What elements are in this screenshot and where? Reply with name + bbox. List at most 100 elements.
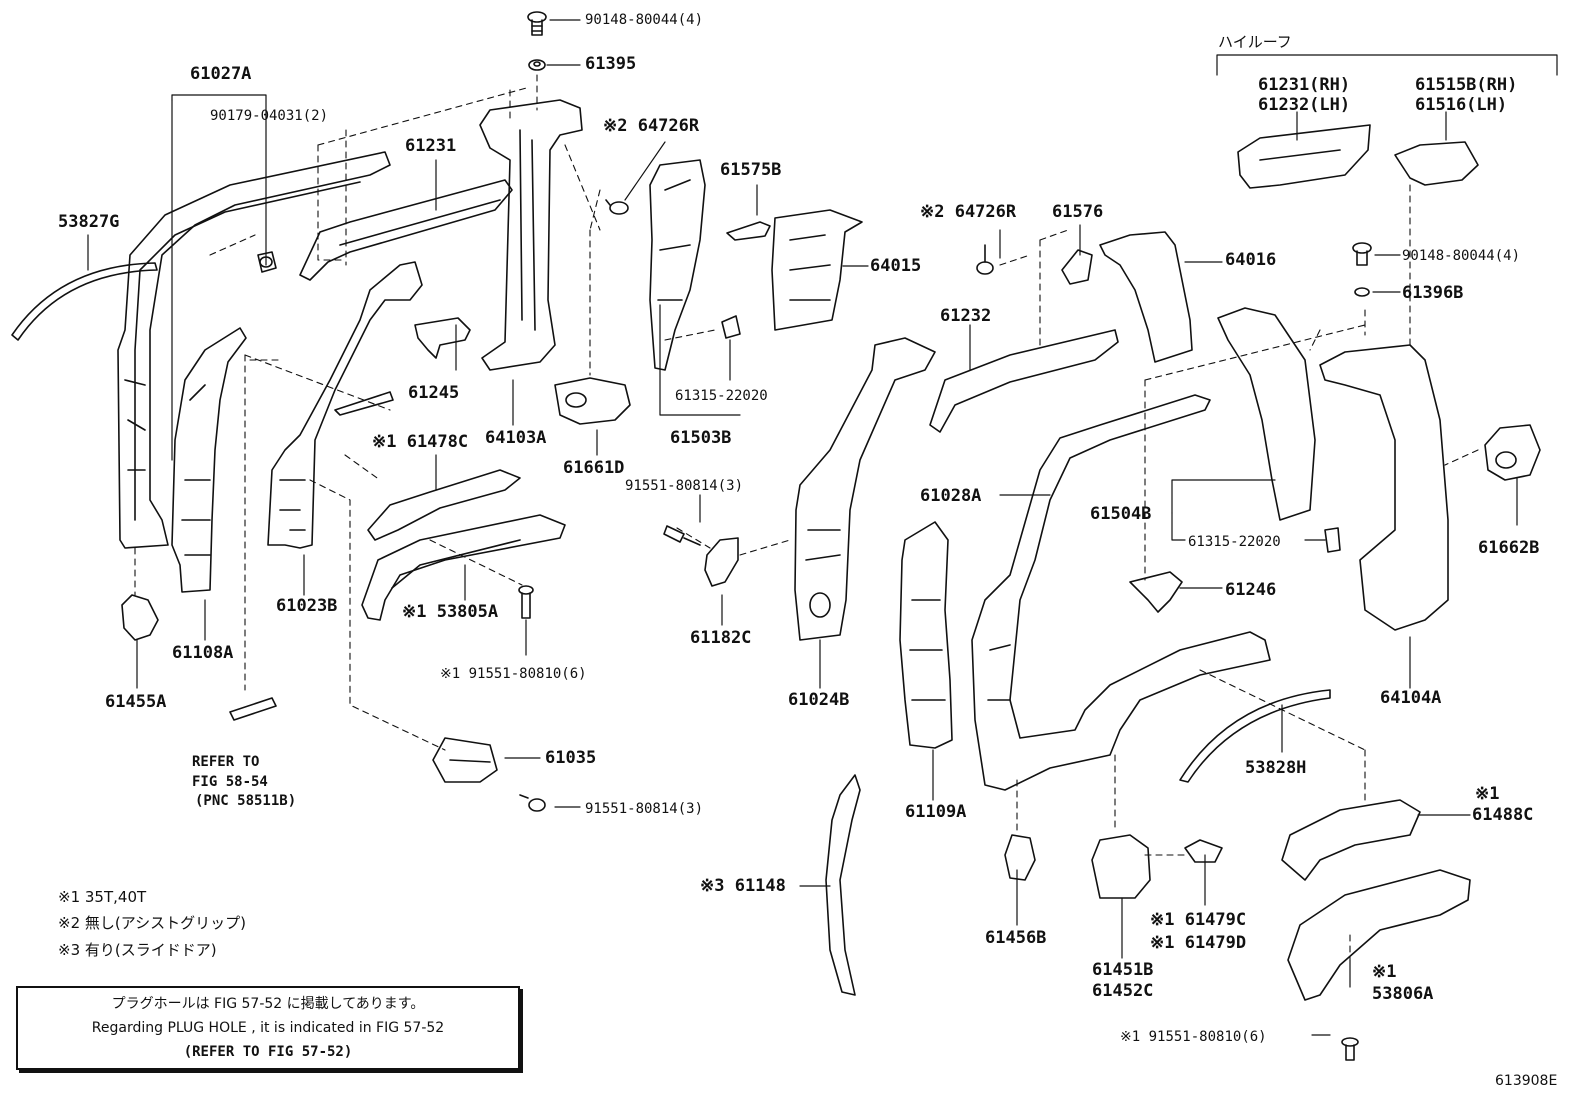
- part-61661d: [554, 377, 631, 425]
- part-61245: [414, 317, 471, 359]
- part-61315-a: [721, 315, 741, 339]
- part-61451b: [1091, 834, 1151, 899]
- notebox-line-2: Regarding PLUG HOLE , it is indicated in…: [91, 1020, 445, 1036]
- label-64726r-b: ※2 64726R: [920, 202, 1017, 222]
- plug-hole-note-box: プラグホールは FIG 57-52 に掲載してあります。 Regarding P…: [16, 986, 520, 1070]
- label-53827g: 53827G: [58, 212, 120, 232]
- label-61023b: 61023B: [276, 596, 338, 616]
- label-64016: 64016: [1225, 250, 1277, 270]
- refer-line-2: FIG 58-54: [192, 774, 268, 790]
- part-53805a: [361, 514, 566, 621]
- label-64104a: 64104A: [1380, 688, 1442, 708]
- label-61024b: 61024B: [788, 690, 850, 710]
- part-61479c: [1184, 839, 1223, 863]
- note-1: ※1 35T,40T: [58, 888, 147, 906]
- label-61456b: 61456B: [985, 928, 1047, 948]
- note-2: ※2 無し(アシストグリップ): [58, 914, 246, 932]
- label-61451b: 61451B: [1092, 960, 1154, 980]
- part-61232: [929, 329, 1119, 433]
- label-64103a: 64103A: [485, 428, 547, 448]
- label-61395: 61395: [585, 54, 637, 74]
- label-91551-80814-a: 91551-80814(3): [625, 478, 744, 494]
- part-61023b: [267, 261, 423, 549]
- part-61576: [1061, 249, 1093, 285]
- part-61027a: [117, 151, 391, 549]
- bolt-icon-a: [518, 585, 534, 619]
- part-61109a: [899, 521, 953, 749]
- label-61245: 61245: [408, 383, 460, 403]
- label-61148: ※3 61148: [700, 876, 786, 896]
- label-91551-80810-a: ※1 91551-80810(6): [440, 666, 587, 682]
- label-64726r-a: ※2 64726R: [603, 116, 700, 136]
- part-61148: [825, 774, 861, 996]
- label-61182c: 61182C: [690, 628, 752, 648]
- label-61109a: 61109A: [905, 802, 967, 822]
- part-61246: [1129, 571, 1183, 613]
- label-53805a: ※1 53805A: [402, 602, 499, 622]
- bolt-icon-c: [519, 794, 546, 812]
- notebox-line-1: プラグホールは FIG 57-52 に掲載してあります。: [111, 996, 425, 1012]
- label-61488c: 61488C: [1472, 805, 1534, 825]
- part-64103a: [479, 99, 583, 371]
- part-61182c: [704, 537, 739, 587]
- label-61516-lh: 61516(LH): [1415, 95, 1508, 115]
- part-61503b: [649, 159, 706, 371]
- label-61028a: 61028A: [920, 486, 982, 506]
- part-61456b: [1004, 834, 1036, 881]
- part-61488c: [1281, 799, 1421, 881]
- weatherstrip-53827g: [11, 262, 158, 341]
- label-61575b: 61575B: [720, 160, 782, 180]
- label-61479c: ※1 61479C: [1150, 910, 1247, 930]
- part-64016: [1099, 231, 1193, 363]
- part-64015: [771, 209, 863, 331]
- part-61478c: [367, 469, 521, 541]
- label-high-roof: ハイルーフ: [1218, 33, 1292, 51]
- part-61504b: [1217, 307, 1316, 521]
- label-91551-80814-b: 91551-80814(3): [585, 801, 704, 817]
- part-58511b: [229, 697, 277, 721]
- part-61108a: [171, 327, 247, 593]
- clip-90179: [257, 251, 277, 273]
- label-53828h: 53828H: [1245, 758, 1307, 778]
- label-61231: 61231: [405, 136, 457, 156]
- label-61396b: 61396B: [1402, 283, 1464, 303]
- part-61662b: [1484, 424, 1541, 481]
- label-61246: 61246: [1225, 580, 1277, 600]
- label-61515b-rh: 61515B(RH): [1415, 75, 1518, 95]
- part-61231: [299, 179, 513, 281]
- label-64015: 64015: [870, 256, 922, 276]
- washer-icon: [528, 59, 546, 71]
- label-61035: 61035: [545, 748, 597, 768]
- dashed-guides: [134, 74, 1479, 961]
- refer-line-1: REFER TO: [192, 754, 260, 770]
- part-shapes: [11, 11, 1541, 1061]
- label-61027a: 61027A: [190, 64, 252, 84]
- part-61575b: [726, 221, 771, 241]
- part-61024b: [794, 337, 936, 641]
- screw-icon: [527, 11, 547, 36]
- leader-lines: [87, 19, 1558, 1036]
- part-53828h: [1179, 689, 1331, 783]
- label-61661d: 61661D: [563, 458, 625, 478]
- drawing-code: 613908E: [1495, 1073, 1558, 1089]
- bolt-icon-b: [663, 525, 701, 546]
- refer-line-3: (PNC 58511B): [195, 793, 297, 809]
- label-61478c: ※1 61478C: [372, 432, 469, 452]
- part-61315-b: [1324, 527, 1341, 553]
- label-61315-22020-a: 61315-22020: [675, 388, 768, 404]
- part-61035: [432, 737, 498, 783]
- label-61232: 61232: [940, 306, 992, 326]
- label-61576: 61576: [1052, 202, 1104, 222]
- label-61315-22020-b: 61315-22020: [1188, 534, 1281, 550]
- label-61488c-mark: ※1: [1475, 784, 1500, 804]
- screw-icon-right: [1352, 242, 1372, 266]
- label-53806a-mark: ※1: [1372, 962, 1397, 982]
- label-53806a: 53806A: [1372, 984, 1434, 1004]
- plug-64726r-a: [605, 199, 629, 215]
- label-90148-80044-right: 90148-80044(4): [1402, 248, 1521, 264]
- label-61504b: 61504B: [1090, 504, 1152, 524]
- plug-64726r-b: [976, 244, 994, 275]
- label-61108a: 61108A: [172, 643, 234, 663]
- notebox-line-3: (REFER TO FIG 57-52): [183, 1044, 353, 1060]
